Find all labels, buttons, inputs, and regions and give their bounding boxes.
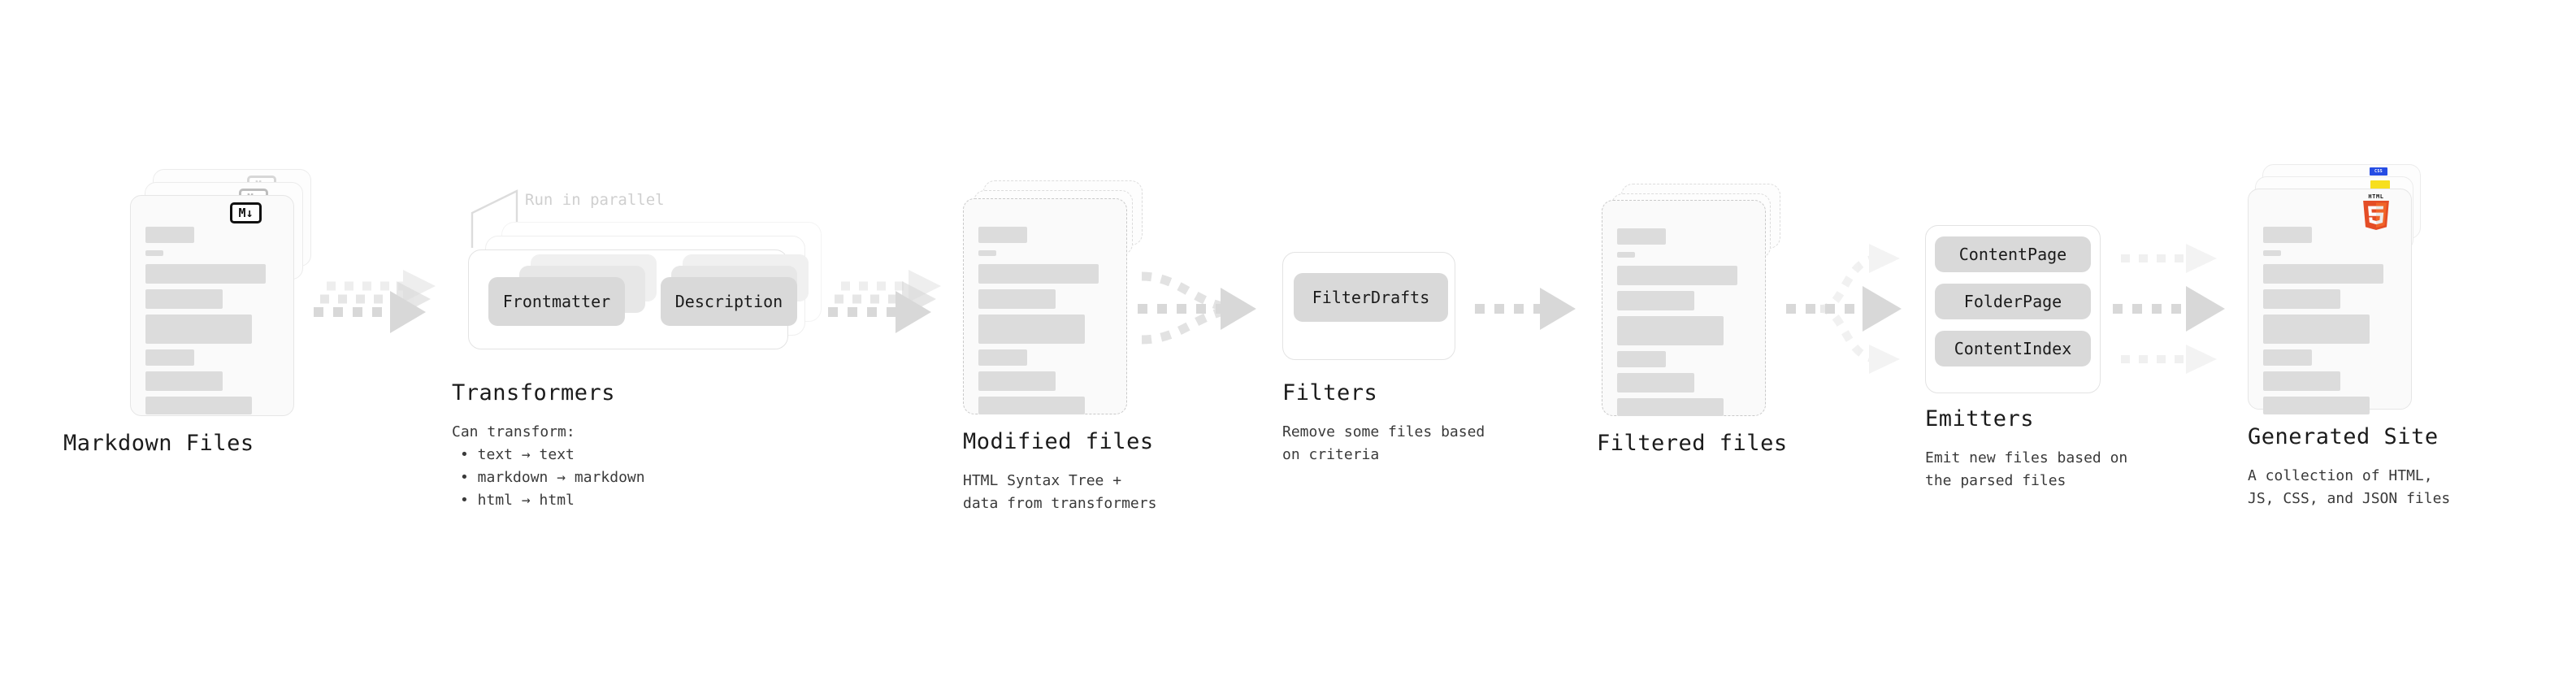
stage-title-generated-site: Generated Site [2248, 424, 2439, 449]
stage-title-emitters: Emitters [1925, 406, 2035, 432]
skeleton-bar [145, 250, 163, 256]
stage-title-transformers: Transformers [452, 380, 616, 406]
emitter-chip-contentindex[interactable]: ContentIndex [1935, 331, 2091, 367]
skeleton-bar [1617, 266, 1737, 285]
markdown-card-front [130, 195, 294, 416]
skeleton-bar [1617, 252, 1635, 258]
skeleton-bar [2263, 250, 2281, 256]
skeleton-bar [145, 371, 223, 391]
html5-badge: HTML [2361, 193, 2391, 230]
emitters-description: Emit new files based on the parsed files [1925, 449, 2128, 489]
transformers-bullet-2: • html → html [460, 492, 575, 509]
skeleton-bar [978, 264, 1099, 284]
skeleton-bar [145, 397, 252, 414]
markdown-badge-front: M↓ [230, 202, 262, 223]
skeleton-bar [1617, 398, 1724, 416]
skeleton-bar [1617, 373, 1694, 393]
connector-emitters-to-site [2113, 244, 2225, 374]
transformer-chip-frontmatter[interactable]: Frontmatter [488, 277, 625, 326]
emitter-chip-folderpage[interactable]: FolderPage [1935, 284, 2091, 319]
skeleton-bar [978, 250, 996, 256]
transformers-description: Can transform: [452, 423, 575, 440]
transformers-bullet-0: • text → text [460, 446, 575, 463]
skeleton-bar [2263, 227, 2312, 243]
stage-title-filtered-files: Filtered files [1597, 431, 1788, 456]
skeleton-bar [978, 289, 1056, 309]
skeleton-bar [2263, 314, 2370, 344]
modified-files-description: HTML Syntax Tree + data from transformer… [963, 472, 1157, 512]
skeleton-bar [1617, 291, 1694, 310]
skeleton-bar [2263, 349, 2312, 366]
skeleton-bar [978, 371, 1056, 391]
generated-site-description: A collection of HTML, JS, CSS, and JSON … [2248, 467, 2451, 507]
connector-modified-to-filters [1138, 271, 1256, 345]
skeleton-bar [145, 227, 194, 243]
transformer-chip-description[interactable]: Description [661, 277, 797, 326]
modified-card-front [963, 198, 1127, 414]
skeleton-bar [1617, 351, 1666, 367]
filter-chip-filterdrafts[interactable]: FilterDrafts [1294, 273, 1448, 322]
skeleton-bar [978, 227, 1027, 243]
transformers-bullet-1: • markdown → markdown [460, 469, 645, 486]
connector-filtered-to-emitters [1786, 244, 1902, 374]
skeleton-bar [145, 289, 223, 309]
connector-filters-to-filtered [1475, 288, 1576, 330]
skeleton-bar [2263, 264, 2383, 284]
stage-title-markdown-files: Markdown Files [63, 431, 254, 456]
skeleton-bar [978, 349, 1027, 366]
filters-description: Remove some files based on criteria [1282, 423, 1485, 463]
emitter-chip-contentpage[interactable]: ContentPage [1935, 236, 2091, 272]
skeleton-bar [145, 349, 194, 366]
skeleton-bar [2263, 397, 2370, 414]
run-in-parallel-label: Run in parallel [525, 191, 665, 209]
skeleton-bar [1617, 316, 1724, 345]
connector-transformers-to-modified [828, 270, 941, 333]
filtered-card-front [1602, 200, 1766, 416]
skeleton-bar [978, 314, 1085, 344]
skeleton-bar [2263, 289, 2340, 309]
stage-title-filters: Filters [1282, 380, 1378, 406]
skeleton-bar [1617, 228, 1666, 245]
stage-title-modified-files: Modified files [963, 429, 1154, 454]
connector-md-to-transformers [314, 270, 436, 333]
skeleton-bar [2263, 371, 2340, 391]
skeleton-bar [145, 264, 266, 284]
css3-badge: CSS [2370, 167, 2387, 176]
skeleton-bar [978, 397, 1085, 414]
skeleton-bar [145, 314, 252, 344]
